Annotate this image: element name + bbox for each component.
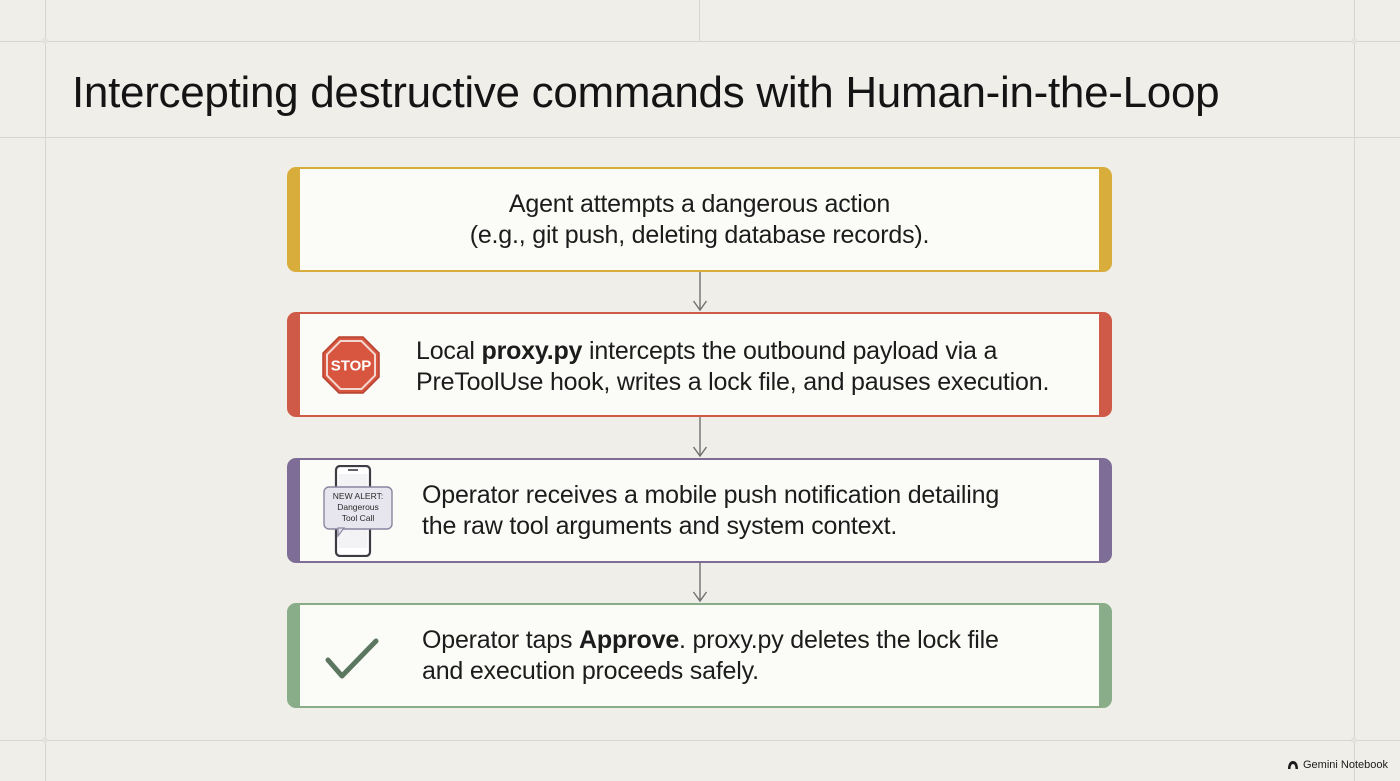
grid-line [1354, 0, 1355, 781]
text-segment: Local [416, 337, 482, 365]
step-operator-notified: NEW ALERT: Dangerous Tool Call Operator … [287, 458, 1112, 563]
text-segment: . proxy.py deletes the lock file [679, 626, 999, 654]
step-text-line: Operator receives a mobile push notifica… [422, 481, 1000, 509]
alert-line: NEW ALERT: [333, 491, 383, 501]
grid-dot [1351, 38, 1357, 44]
text-segment: intercepts the outbound payload via a [582, 337, 998, 365]
grid-line [0, 137, 1400, 138]
step-agent-attempts-action: Agent attempts a dangerous action (e.g.,… [287, 167, 1112, 272]
step-text: Operator taps Approve. proxy.py deletes … [422, 625, 999, 687]
checkmark-icon [325, 638, 379, 679]
bold-text-approve: Approve [579, 626, 680, 654]
brand-name: Gemini Notebook [1303, 759, 1388, 771]
mobile-phone-alert-icon: NEW ALERT: Dangerous Tool Call [323, 465, 393, 557]
grid-dot [42, 38, 48, 44]
down-arrow-icon [692, 562, 708, 603]
grid-line [699, 0, 700, 41]
slide-title: Intercepting destructive commands with H… [72, 68, 1220, 117]
step-text-line: PreToolUse hook, writes a lock file, and… [416, 368, 1050, 396]
step-proxy-intercepts: STOP Local proxy.py intercepts the outbo… [287, 312, 1112, 417]
stop-sign-icon: STOP [322, 336, 380, 394]
step-text-line: the raw tool arguments and system contex… [422, 512, 898, 540]
step-text: Operator receives a mobile push notifica… [422, 480, 999, 542]
alert-line: Tool Call [342, 513, 375, 523]
text-segment: Operator taps [422, 626, 580, 654]
grid-dot [1351, 737, 1357, 743]
step-text-line: and execution proceeds safely. [422, 657, 759, 685]
grid-line [0, 740, 1400, 741]
step-operator-approves: Operator taps Approve. proxy.py deletes … [287, 603, 1112, 708]
grid-dot [42, 737, 48, 743]
footer-brand: Gemini Notebook [1287, 759, 1388, 771]
step-text-line: (e.g., git push, deleting database recor… [469, 221, 930, 249]
step-text-line: Operator taps Approve. proxy.py deletes … [422, 625, 999, 656]
step-text: Agent attempts a dangerous action (e.g.,… [300, 189, 1099, 251]
step-text: Local proxy.py intercepts the outbound p… [416, 336, 1049, 398]
step-text-line: Agent attempts a dangerous action [508, 190, 891, 218]
bold-text-proxy: proxy.py [481, 337, 583, 365]
grid-line [0, 41, 1400, 42]
step-text-line: Local proxy.py intercepts the outbound p… [416, 336, 1049, 367]
down-arrow-icon [692, 272, 708, 312]
alert-line: Dangerous [337, 502, 379, 512]
stop-sign-label: STOP [331, 358, 372, 375]
notebook-logo-icon [1288, 761, 1298, 769]
grid-line [45, 0, 46, 781]
down-arrow-icon [692, 417, 708, 458]
